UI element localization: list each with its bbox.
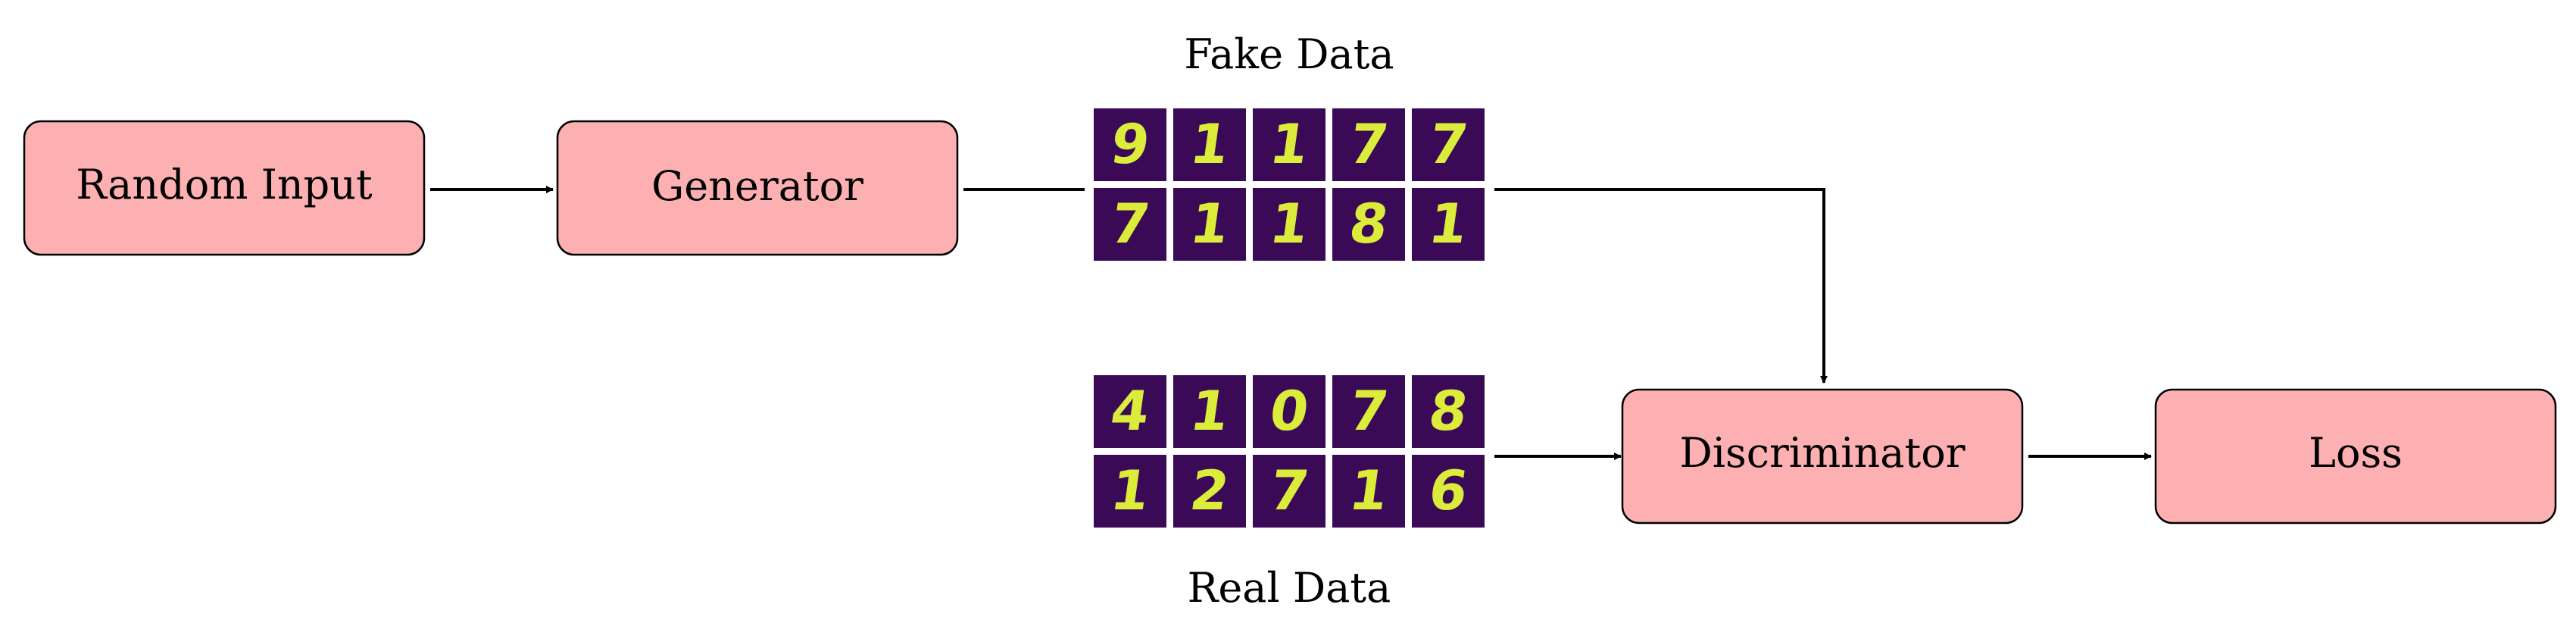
random-input-node: Random Input [23,120,426,256]
random-input-box [23,120,426,256]
fake-data-digit: 1 [1186,113,1233,177]
fake-data-tile: 7 [1412,108,1485,181]
real-data-tile-bg [1094,375,1166,448]
fake-data-tile-bg [1412,188,1485,261]
real-data-tile-bg [1173,375,1246,448]
real-data-tile: 4 [1094,375,1166,448]
real-data-digit: 6 [1425,459,1472,523]
real-data-digit: 4 [1107,380,1154,443]
real-data-tile-bg [1332,375,1405,448]
real-data-tile-bg [1412,455,1485,528]
real-data-tile: 1 [1094,455,1166,528]
fake-data-digit: 7 [1345,113,1392,177]
fake-data-tile: 1 [1412,188,1485,261]
loss-node: Loss [2154,388,2557,525]
real-data-tile: 1 [1332,455,1405,528]
fake-data-tile-bg [1332,188,1405,261]
real-data-tile: 7 [1253,455,1325,528]
fake-data-digit: 1 [1266,113,1313,177]
real-data-tile-bg [1253,455,1325,528]
fake-data-digit: 1 [1425,193,1472,256]
fake-data-tile: 8 [1332,188,1405,261]
real-data-digit: 8 [1425,380,1472,443]
real-data-digit: 2 [1186,459,1233,523]
real-data-tile-bg [1173,455,1246,528]
fake-data-tile-bg [1253,188,1325,261]
discriminator-box [1621,388,2024,525]
real-data-tile: 0 [1253,375,1325,448]
loss-label: Loss [2309,429,2403,477]
real-data-digit: 1 [1107,459,1154,523]
fake-data-digit: 1 [1186,193,1233,256]
fake-data-tile: 1 [1253,108,1325,181]
real-data-tile: 8 [1412,375,1485,448]
fake-data-tile-bg [1173,188,1246,261]
generator-node: Generator [556,120,959,256]
real-data-digit: 0 [1266,380,1313,443]
fake-data-tile: 9 [1094,108,1166,181]
generator-box [556,120,959,256]
real-data-tile-bg [1332,455,1405,528]
real-data-tile-bg [1412,375,1485,448]
real-data-digit: 7 [1345,380,1392,443]
fake-data-digit: 7 [1107,193,1154,256]
fake-data-caption: Fake Data [1184,30,1394,78]
real-data-caption: Real Data [1188,564,1391,612]
real-data-tile-bg [1253,375,1325,448]
fake-data-tile: 1 [1253,188,1325,261]
loss-box [2154,388,2557,525]
real-data-digit: 1 [1345,459,1392,523]
real-data-digit: 7 [1266,459,1313,523]
fake-data-tile: 1 [1173,108,1246,181]
fake-data-tile-bg [1253,108,1325,181]
fake-data-tile-bg [1412,108,1485,181]
real-data-tile: 6 [1412,455,1485,528]
fake-data-digit: 1 [1266,193,1313,256]
discriminator-label: Discriminator [1679,429,1965,477]
fake-data-tile: 1 [1173,188,1246,261]
fake-data-tile-bg [1332,108,1405,181]
fake-data-tile-bg [1173,108,1246,181]
fake-data-digit: 9 [1107,113,1154,177]
random-input-label: Random Input [76,161,373,208]
fake-data-digit: 7 [1425,113,1472,177]
real-data-tile-bg [1094,455,1166,528]
real-data-tile: 7 [1332,375,1405,448]
fake-data-tile-bg [1094,108,1166,181]
fake-data-digit: 8 [1345,193,1392,256]
discriminator-node: Discriminator [1621,388,2024,525]
arrow-fake-data-to-discriminator [1494,188,1828,384]
fake-data-tile-bg [1094,188,1166,261]
real-data-tile: 2 [1173,455,1246,528]
real-data-digit: 1 [1186,380,1233,443]
real-data-tile: 1 [1173,375,1246,448]
fake-data-tile: 7 [1094,188,1166,261]
generator-label: Generator [651,162,863,210]
fake-data-tile: 7 [1332,108,1405,181]
